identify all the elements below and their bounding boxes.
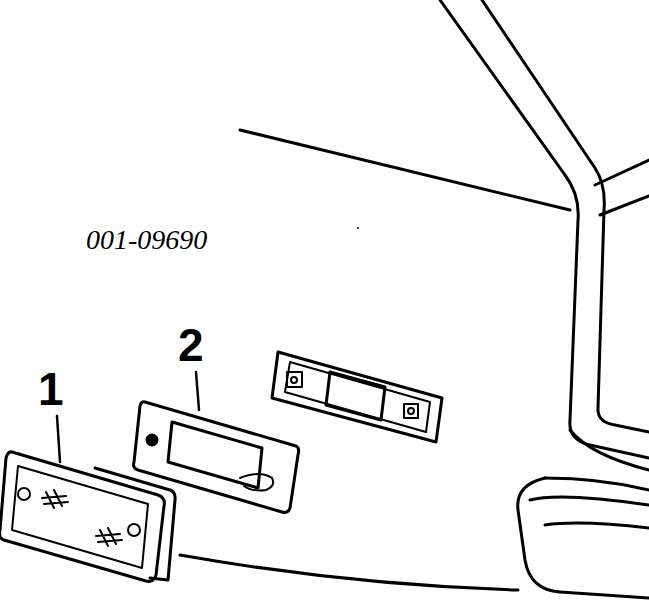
part-number: 001-09690 xyxy=(86,226,207,254)
body-edge xyxy=(570,430,649,470)
bumper xyxy=(518,478,649,598)
lamp-lens xyxy=(0,452,164,582)
bumper xyxy=(530,497,649,505)
lamp-recess xyxy=(272,352,442,442)
screw-hole xyxy=(291,377,297,383)
lens-screw xyxy=(18,488,30,500)
gasket-opening xyxy=(168,422,262,488)
body-edge xyxy=(240,130,570,210)
pillar-outline xyxy=(440,0,649,458)
bumper xyxy=(545,523,649,528)
recess-opening xyxy=(326,372,385,420)
body-edge xyxy=(180,555,518,590)
speck xyxy=(357,227,359,229)
leader-line xyxy=(57,416,60,462)
callout-number: 1 xyxy=(38,366,64,412)
leader-line xyxy=(196,372,199,410)
lamp-recess xyxy=(285,362,430,432)
lens-texture xyxy=(96,528,122,546)
body-edge xyxy=(600,196,649,215)
bumper xyxy=(545,478,649,490)
gasket-hole xyxy=(147,435,157,445)
lens-texture xyxy=(42,490,68,508)
pillar-outline xyxy=(482,0,649,432)
screw-hole xyxy=(408,408,414,414)
lamp-lens xyxy=(12,466,148,568)
body-edge xyxy=(595,160,649,185)
callout-number: 2 xyxy=(178,322,204,368)
lens-screw xyxy=(128,524,140,536)
screw-hole xyxy=(287,372,302,387)
screw-hole xyxy=(404,404,418,418)
gasket-tab xyxy=(240,474,273,491)
